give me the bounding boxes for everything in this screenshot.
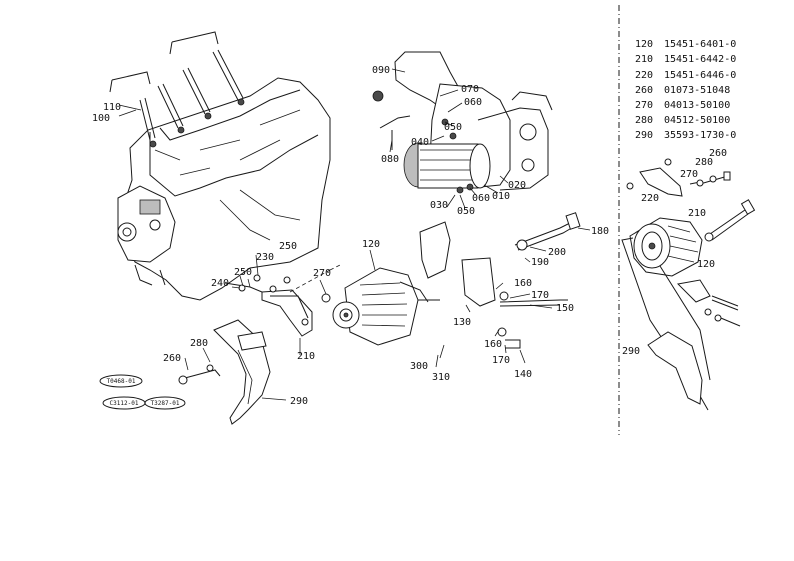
callout-060b: 060 xyxy=(472,193,490,204)
callout-030: 030 xyxy=(430,200,448,211)
callout-130: 130 xyxy=(453,317,471,328)
callout-260: 260 xyxy=(163,353,181,364)
callout-180: 180 xyxy=(591,226,609,237)
ref-oval-3-label: T3287-01 xyxy=(151,400,180,407)
callout-120: 120 xyxy=(362,239,380,250)
callout-110: 110 xyxy=(103,102,121,113)
table-part-0: 15451-6401-0 xyxy=(664,39,736,50)
belt-cover xyxy=(178,319,271,425)
callout-050b: 050 xyxy=(457,206,475,217)
callout-010: 010 xyxy=(492,191,510,202)
callout-170a: 170 xyxy=(531,290,549,301)
ref-oval-1 xyxy=(99,374,143,388)
table-part-3: 01073-51048 xyxy=(664,85,730,96)
callout-310: 310 xyxy=(432,372,450,383)
callout-160a: 160 xyxy=(514,278,532,289)
adjusting-plate xyxy=(224,264,341,337)
callout-210: 210 xyxy=(297,351,315,362)
table-ref-6: 290 xyxy=(635,130,653,141)
callout-labels: 090 070 060 050 040 080 020 010 060 050 … xyxy=(92,65,727,407)
callout-r290: 290 xyxy=(622,346,640,357)
callout-140: 140 xyxy=(514,369,532,380)
alternator-main xyxy=(332,267,440,346)
callout-200: 200 xyxy=(548,247,566,258)
callout-r270: 270 xyxy=(680,169,698,180)
callout-300: 300 xyxy=(410,361,428,372)
table-part-1: 15451-6442-0 xyxy=(664,54,736,65)
callout-020: 020 xyxy=(508,180,526,191)
starter-motor xyxy=(372,51,553,194)
table-ref-4: 270 xyxy=(635,100,653,111)
callout-r280: 280 xyxy=(695,157,713,168)
table-part-6: 35593-1730-0 xyxy=(664,130,736,141)
table-ref-0: 120 xyxy=(635,39,653,50)
reference-ovals: T0468-01 C3112-01 T3287-01 xyxy=(99,374,186,410)
injector-set xyxy=(139,49,245,148)
callout-080: 080 xyxy=(381,154,399,165)
callout-r210: 210 xyxy=(688,208,706,219)
ref-oval-1-label: T0468-01 xyxy=(107,378,136,385)
right-detail-assembly xyxy=(621,158,756,411)
table-ref-3: 260 xyxy=(635,85,653,96)
callout-240: 240 xyxy=(211,278,229,289)
callout-040: 040 xyxy=(411,137,429,148)
callout-190: 190 xyxy=(531,257,549,268)
callout-230: 230 xyxy=(256,252,274,263)
table-ref-5: 280 xyxy=(635,115,653,126)
table-part-2: 15451-6446-0 xyxy=(664,70,736,81)
callout-050: 050 xyxy=(444,122,462,133)
callout-100: 100 xyxy=(92,113,110,124)
callout-280: 280 xyxy=(190,338,208,349)
callout-r260: 260 xyxy=(709,148,727,159)
callout-r220: 220 xyxy=(641,193,659,204)
ref-oval-2-label: C3112-01 xyxy=(110,400,139,407)
callout-250a: 250 xyxy=(279,241,297,252)
callout-060: 060 xyxy=(464,97,482,108)
callout-290: 290 xyxy=(290,396,308,407)
callout-r120: 120 xyxy=(697,259,715,270)
ref-oval-3 xyxy=(144,396,186,410)
table-ref-2: 220 xyxy=(635,70,653,81)
table-part-4: 04013-50100 xyxy=(664,100,730,111)
engine-block xyxy=(109,31,331,301)
bracket-assembly xyxy=(419,212,581,349)
leader-lines xyxy=(118,68,591,401)
callout-070: 070 xyxy=(461,84,479,95)
callout-270: 270 xyxy=(313,268,331,279)
callout-090: 090 xyxy=(372,65,390,76)
callout-250b: 250 xyxy=(234,267,252,278)
callout-150: 150 xyxy=(556,303,574,314)
parts-table: 120 15451-6401-0 210 15451-6442-0 220 15… xyxy=(635,39,736,141)
callout-170b: 170 xyxy=(492,355,510,366)
table-ref-1: 210 xyxy=(635,54,653,65)
callout-160b: 160 xyxy=(484,339,502,350)
table-part-5: 04512-50100 xyxy=(664,115,730,126)
